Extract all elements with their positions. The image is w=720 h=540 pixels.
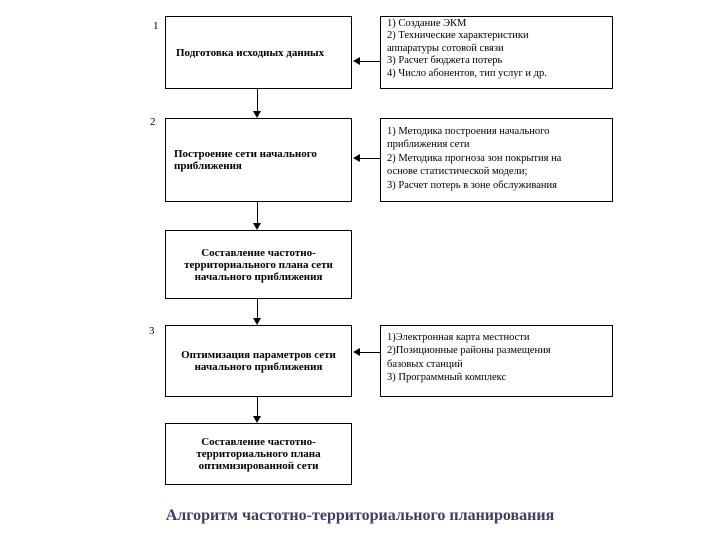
details-prepare-data: 1) Создание ЭКМ 2) Технические характери… bbox=[380, 16, 613, 89]
detail-line: 1)Электронная карта местности bbox=[387, 332, 530, 343]
arrow-left-icon bbox=[353, 154, 360, 162]
step-optimize-parameters: Оптимизация параметров сети начального п… bbox=[165, 325, 352, 397]
arrow-down-icon bbox=[253, 318, 261, 325]
arrow-left-icon bbox=[353, 348, 360, 356]
connector-details-2 bbox=[360, 158, 380, 159]
arrow-down-icon bbox=[253, 111, 261, 118]
step-frequency-plan-optimized-label: Составление частотно-территориального пл… bbox=[196, 436, 321, 472]
details-optimize: 1)Электронная карта местности 2)Позицион… bbox=[380, 325, 613, 397]
arrow-left-icon bbox=[353, 57, 360, 65]
connector-4-5 bbox=[257, 397, 258, 416]
details-build-network: 1) Методика построения начального прибли… bbox=[380, 118, 613, 202]
detail-line: 4) Число абонентов, тип услуг и др. bbox=[387, 67, 547, 79]
arrow-down-icon bbox=[253, 223, 261, 230]
detail-line: 2) Технические характеристики bbox=[387, 30, 529, 42]
step-prepare-data: Подготовка исходных данных bbox=[165, 16, 352, 89]
detail-line: базовых станций bbox=[387, 358, 463, 370]
step-frequency-plan-initial-label: Составление частотно-территориального пл… bbox=[184, 246, 333, 283]
detail-line: 3) Расчет потерь в зоне обслуживания bbox=[387, 179, 557, 191]
connector-details-1 bbox=[360, 61, 380, 62]
step-number-1: 1 bbox=[153, 20, 159, 32]
step-number-2: 2 bbox=[150, 116, 156, 128]
detail-line: аппаратуры сотовой связи bbox=[387, 42, 504, 54]
step-frequency-plan-initial: Составление частотно-территориального пл… bbox=[165, 230, 352, 299]
step-build-network: Построение сети начального приближения bbox=[165, 118, 352, 202]
step-prepare-data-label: Подготовка исходных данных bbox=[176, 46, 325, 59]
detail-line: 3) Расчет бюджета потерь bbox=[387, 55, 503, 67]
detail-line: основе статистической модели; bbox=[387, 166, 528, 178]
detail-line: 2)Позиционные районы размещения bbox=[387, 345, 551, 357]
step-build-network-label: Построение сети начального приближения bbox=[174, 148, 317, 172]
arrow-down-icon bbox=[253, 416, 261, 423]
detail-line: 2) Методика прогноза зон покрытия на bbox=[387, 152, 562, 164]
connector-1-2 bbox=[257, 89, 258, 111]
connector-2-3 bbox=[257, 202, 258, 223]
detail-line: приближения сети bbox=[387, 139, 470, 151]
detail-line: 1) Создание ЭКМ bbox=[387, 18, 467, 29]
detail-line: 3) Программный комплекс bbox=[387, 372, 507, 384]
diagram-caption: Алгоритм частотно-территориального плани… bbox=[165, 507, 555, 524]
connector-details-3 bbox=[360, 352, 380, 353]
connector-3-4 bbox=[257, 299, 258, 318]
step-number-3: 3 bbox=[149, 325, 155, 337]
detail-line: 1) Методика построения начального bbox=[387, 126, 550, 137]
step-frequency-plan-optimized: Составление частотно-территориального пл… bbox=[165, 423, 352, 485]
step-optimize-parameters-label: Оптимизация параметров сети начального п… bbox=[181, 349, 336, 373]
